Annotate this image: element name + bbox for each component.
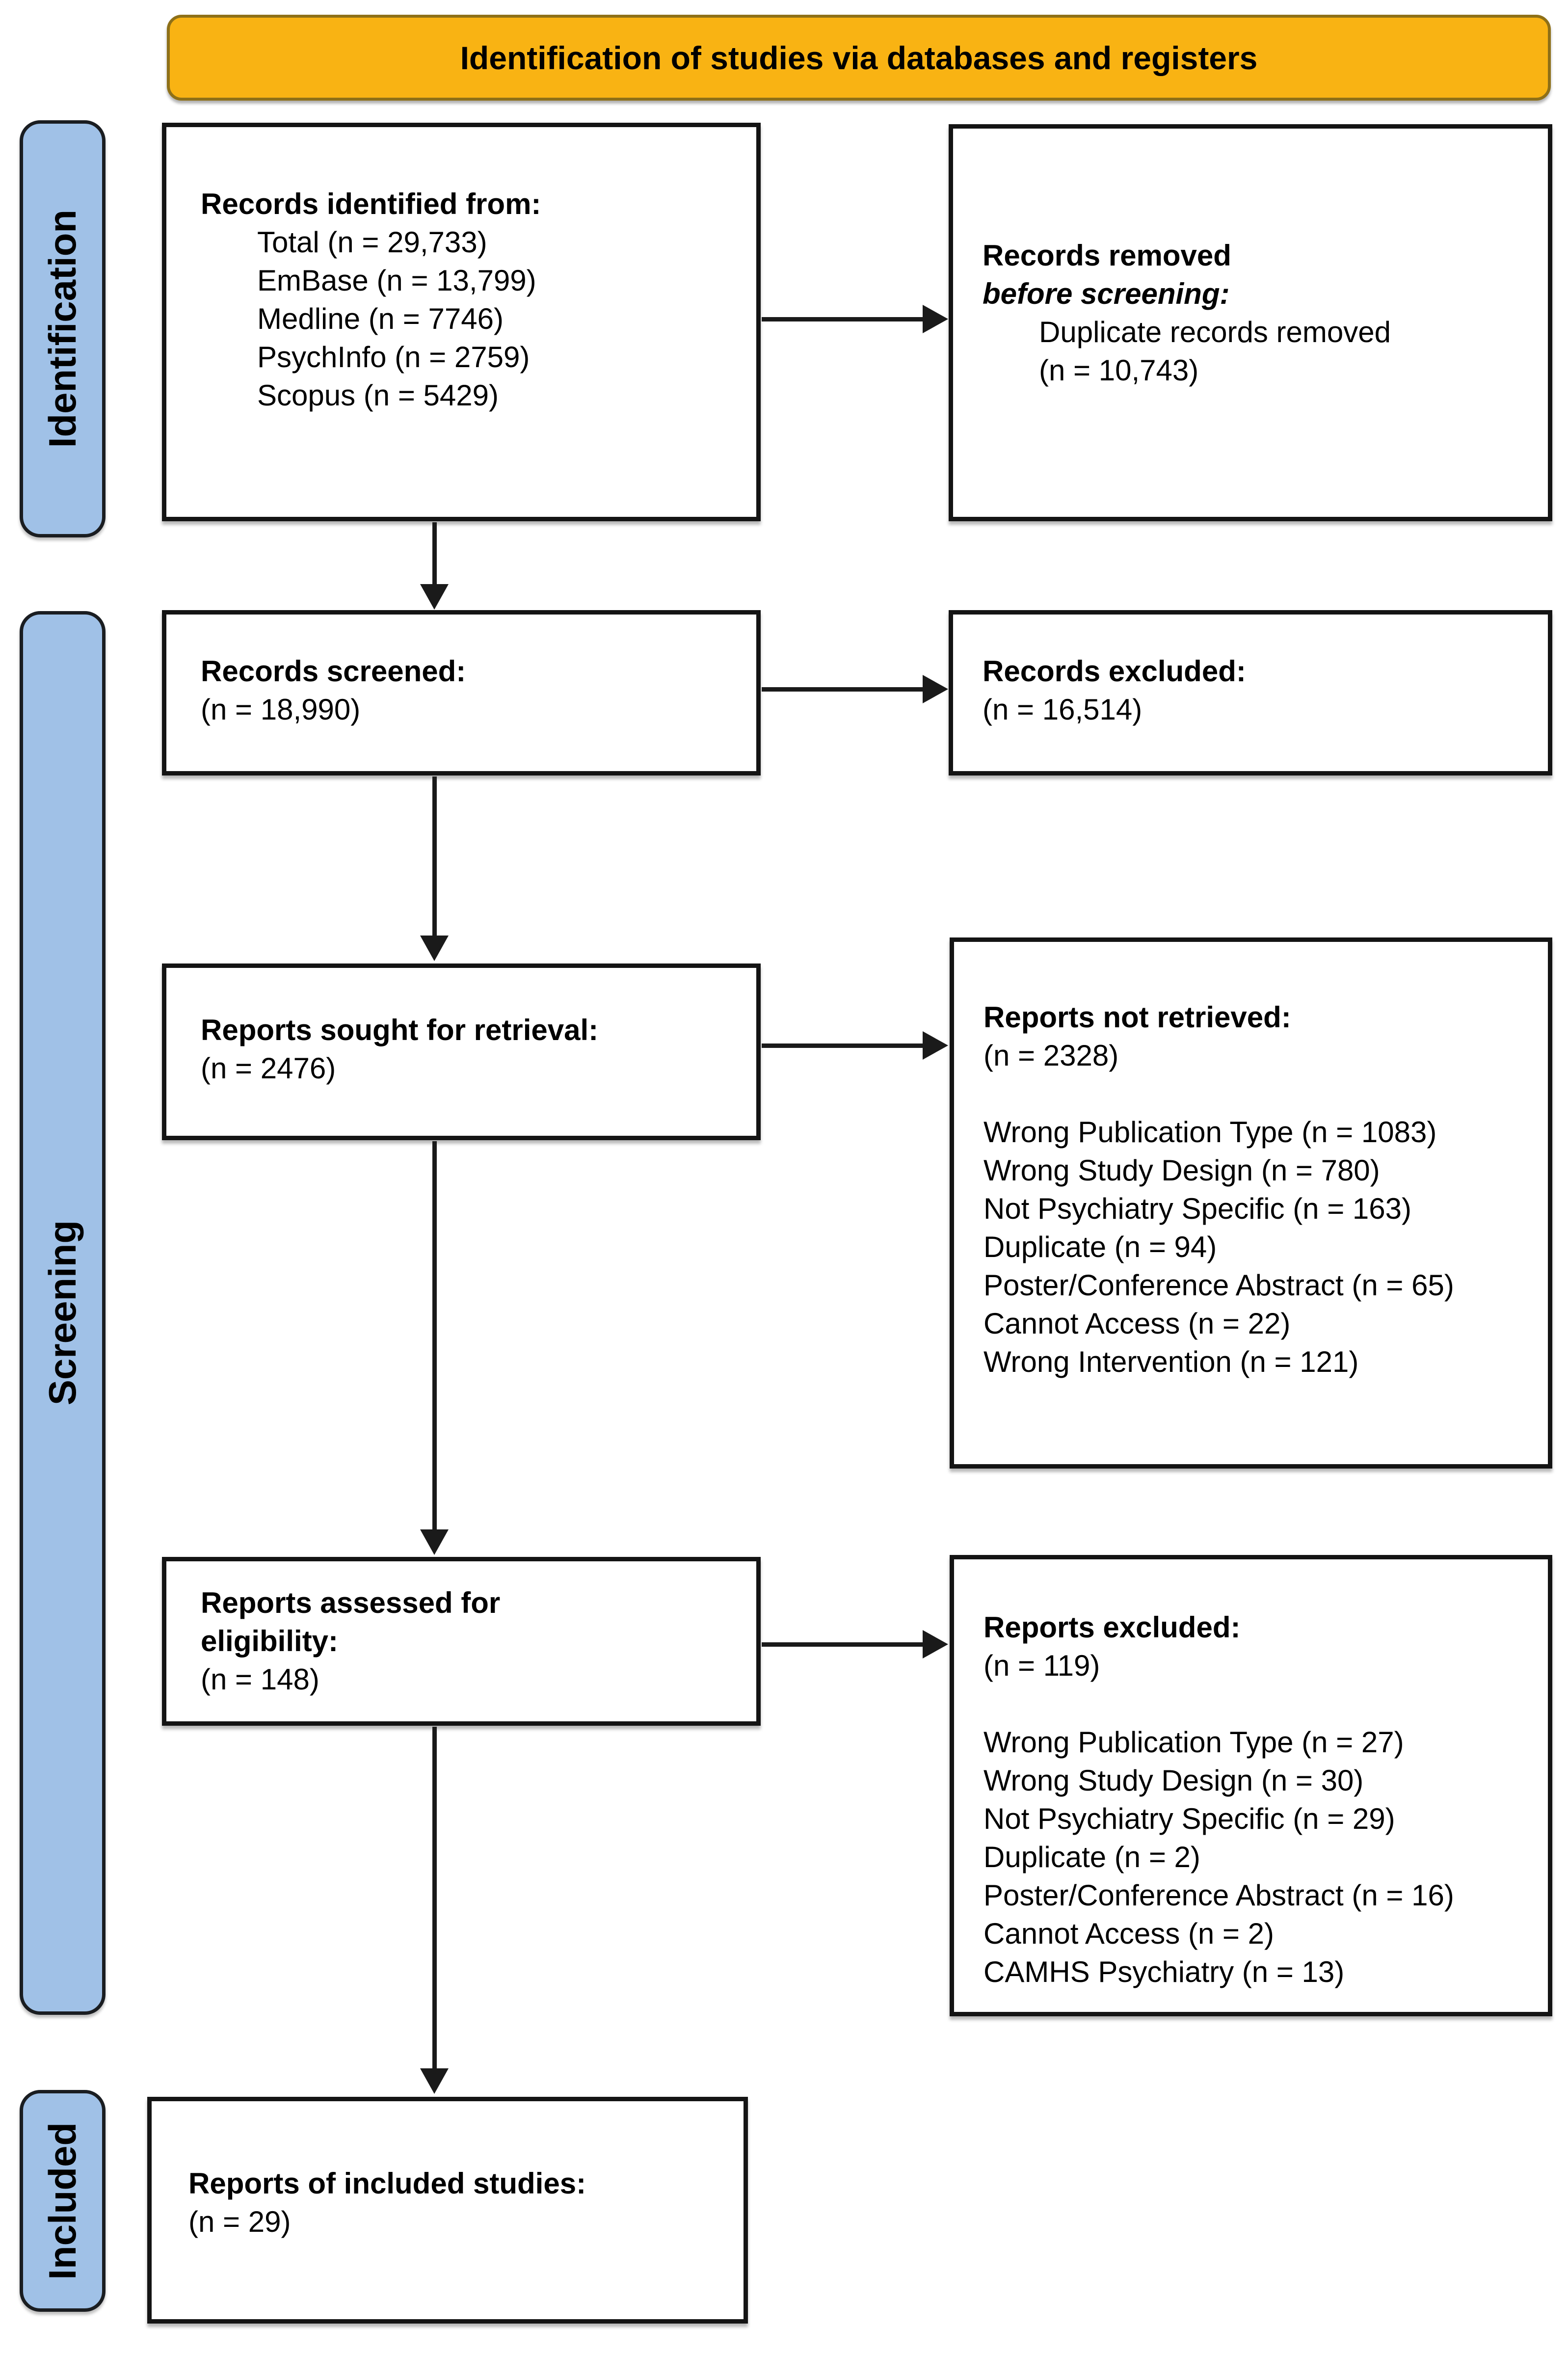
reports-assessed-heading-line1: Reports assessed for	[201, 1586, 501, 1619]
records-identified-embase: EmBase (n = 13,799)	[257, 264, 536, 297]
arrow-assessed-to-included	[420, 1727, 449, 2094]
records-identified-total: Total (n = 29,733)	[257, 226, 487, 259]
arrow-sought-to-notretrieved	[762, 1031, 948, 1060]
excluded-reason: Wrong Study Design (n = 30)	[983, 1764, 1364, 1797]
phase-label-identification: Identification	[41, 210, 84, 448]
records-identified-scopus: Scopus (n = 5429)	[257, 379, 499, 412]
reports-not-retrieved-count: (n = 2328)	[983, 1039, 1119, 1072]
not-retrieved-reason: Not Psychiatry Specific (n = 163)	[983, 1192, 1412, 1225]
records-excluded-count: (n = 16,514)	[983, 693, 1143, 726]
reports-excluded-count: (n = 119)	[983, 1649, 1100, 1682]
reports-sought-count: (n = 2476)	[201, 1052, 336, 1085]
reports-excluded-box: Reports excluded: (n = 119) Wrong Public…	[950, 1555, 1552, 2016]
arrow-assessed-to-excluded	[762, 1630, 948, 1658]
phase-bar-included: Included	[20, 2090, 106, 2312]
not-retrieved-reason: Poster/Conference Abstract (n = 65)	[983, 1269, 1454, 1302]
excluded-reason: Wrong Publication Type (n = 27)	[983, 1726, 1404, 1759]
excluded-reason: Not Psychiatry Specific (n = 29)	[983, 1802, 1395, 1835]
records-identified-medline: Medline (n = 7746)	[257, 302, 504, 335]
phase-bar-screening: Screening	[20, 611, 106, 2015]
reports-not-retrieved-heading: Reports not retrieved:	[983, 1001, 1291, 1034]
records-removed-heading-line2: before screening:	[983, 277, 1230, 310]
records-removed-item: Duplicate records removed	[1039, 315, 1391, 348]
records-identified-psychinfo: PsychInfo (n = 2759)	[257, 341, 530, 374]
arrow-sought-to-assessed	[420, 1141, 449, 1555]
reports-included-heading: Reports of included studies:	[188, 2167, 586, 2200]
reports-excluded-heading: Reports excluded:	[983, 1611, 1241, 1644]
excluded-reason: Cannot Access (n = 2)	[983, 1917, 1274, 1950]
reports-included-box: Reports of included studies: (n = 29)	[147, 2097, 748, 2324]
arrow-identified-to-screened	[420, 522, 449, 610]
banner: Identification of studies via databases …	[167, 15, 1551, 101]
spacer	[983, 1075, 1533, 1113]
phase-label-screening: Screening	[41, 1220, 84, 1406]
reports-assessed-box: Reports assessed for eligibility: (n = 1…	[162, 1557, 761, 1726]
records-screened-box: Records screened: (n = 18,990)	[162, 610, 761, 776]
records-excluded-heading: Records excluded:	[983, 654, 1246, 688]
banner-title: Identification of studies via databases …	[460, 39, 1258, 76]
records-screened-heading: Records screened:	[201, 654, 466, 688]
excluded-reason: Duplicate (n = 2)	[983, 1841, 1200, 1873]
records-removed-count: (n = 10,743)	[1039, 353, 1199, 387]
records-removed-box: Records removed before screening: Duplic…	[949, 124, 1552, 521]
reports-not-retrieved-box: Reports not retrieved: (n = 2328) Wrong …	[950, 937, 1552, 1469]
phase-label-included: Included	[41, 2122, 84, 2280]
reports-assessed-heading-line2: eligibility:	[201, 1625, 339, 1658]
not-retrieved-reason: Duplicate (n = 94)	[983, 1230, 1217, 1263]
records-identified-box: Records identified from: Total (n = 29,7…	[162, 123, 761, 521]
not-retrieved-reason: Cannot Access (n = 22)	[983, 1307, 1291, 1340]
excluded-reason: CAMHS Psychiatry (n = 13)	[983, 1955, 1345, 1988]
records-screened-count: (n = 18,990)	[201, 693, 361, 726]
excluded-reason: Poster/Conference Abstract (n = 16)	[983, 1879, 1454, 1912]
reports-sought-heading: Reports sought for retrieval:	[201, 1014, 599, 1046]
not-retrieved-reason: Wrong Intervention (n = 121)	[983, 1345, 1359, 1378]
reports-assessed-count: (n = 148)	[201, 1663, 319, 1696]
not-retrieved-reason: Wrong Study Design (n = 780)	[983, 1154, 1380, 1187]
arrow-screened-to-excluded	[762, 675, 948, 703]
spacer	[983, 1685, 1533, 1723]
not-retrieved-reason: Wrong Publication Type (n = 1083)	[983, 1116, 1437, 1149]
reports-sought-box: Reports sought for retrieval: (n = 2476)	[162, 963, 761, 1140]
records-identified-heading: Records identified from:	[201, 187, 541, 220]
arrow-identified-to-removed	[762, 305, 948, 333]
reports-included-count: (n = 29)	[188, 2205, 291, 2238]
arrow-screened-to-sought	[420, 776, 449, 961]
records-excluded-box: Records excluded: (n = 16,514)	[949, 610, 1552, 776]
records-removed-heading-line1: Records removed	[983, 239, 1231, 272]
phase-bar-identification: Identification	[20, 120, 106, 537]
